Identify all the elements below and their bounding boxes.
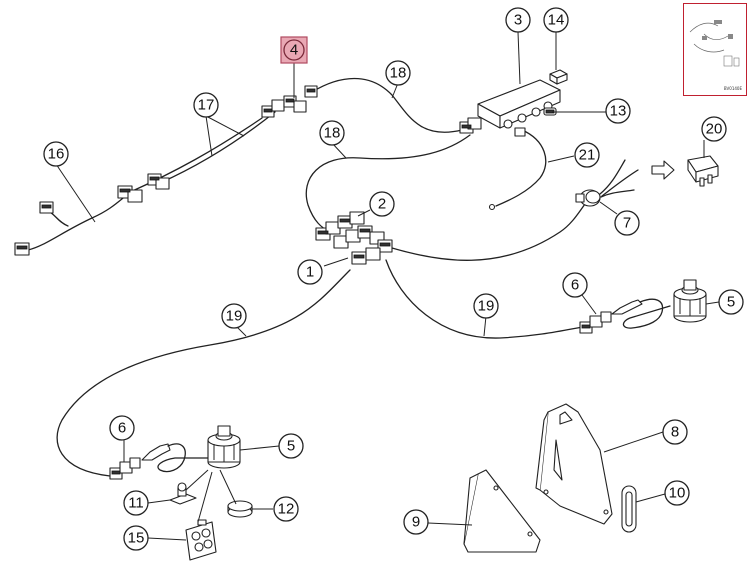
bracket-8 [535,403,613,525]
connector-16-b [39,201,54,214]
arrow-to-20 [651,160,675,180]
callout-14: 14 [543,7,569,33]
svg-text:5: 5 [727,294,735,311]
connector-6-right [579,299,643,334]
svg-text:4: 4 [290,42,298,59]
wire-7-lead-b [601,169,639,197]
wire-18-lower [305,134,471,233]
wire-17b [159,111,276,184]
svg-text:6: 6 [118,420,126,437]
callout-18-lower: 18 [319,120,345,146]
svg-text:13: 13 [610,103,627,120]
wire-7-lead-c [600,189,635,198]
svg-text:17: 17 [198,97,215,114]
callout-2: 2 [369,191,395,217]
connector-6-left [109,443,171,480]
callout-10: 10 [664,480,690,506]
connector-4 [261,95,307,118]
connector-18-end [304,85,318,98]
callout-4-highlighted: 4 [280,36,308,64]
callout-5-left: 5 [278,433,304,459]
svg-text:8: 8 [671,424,679,441]
leader-lines [55,31,720,541]
part-15 [185,519,217,561]
callout-1: 1 [297,259,323,285]
svg-text:6: 6 [571,277,579,294]
connector-17-a [147,173,170,190]
wire-19-right [385,259,589,339]
callout-15: 15 [123,525,149,551]
callout-12: 12 [273,496,299,522]
parts [14,69,719,561]
clip-10 [621,485,637,533]
svg-text:1: 1 [306,264,314,281]
wire-19-left [56,269,351,477]
sensor-loop-left [157,443,209,473]
svg-text:20: 20 [706,121,723,138]
plug-13 [543,107,557,116]
callout-5-right: 5 [718,289,744,315]
wire-21-eyelet [488,203,496,211]
callout-20: 20 [701,116,727,142]
callout-21: 21 [574,142,600,168]
connector-16-a [14,242,30,256]
svg-text:12: 12 [278,501,295,518]
wire-18-top [311,77,463,133]
callout-8: 8 [662,419,688,445]
wire-17a [127,117,263,194]
svg-text:21: 21 [579,147,596,164]
callout-11: 11 [123,490,149,516]
svg-text:7: 7 [623,215,631,232]
relay-20 [687,155,719,187]
callout-9: 9 [403,509,429,535]
sensor-5-right [673,279,707,323]
svg-text:11: 11 [128,495,144,512]
callout-6-right: 6 [562,272,588,298]
svg-text:2: 2 [378,196,386,213]
callout-13: 13 [605,98,631,124]
callout-3: 3 [505,7,531,33]
svg-text:9: 9 [412,514,420,531]
thumbnail-code: BV0140E [723,86,742,91]
callout-6-left: 6 [109,415,135,441]
svg-text:14: 14 [548,12,565,29]
svg-text:18: 18 [390,65,407,82]
wire-21 [495,129,547,207]
callout-16: 16 [43,141,69,167]
svg-text:5: 5 [287,438,295,455]
svg-text:16: 16 [48,146,65,163]
wires [27,77,639,477]
connector-16-c [117,185,143,203]
thumbnail-preview [689,20,740,67]
callout-19-left: 19 [221,303,247,329]
part-12 [227,500,253,518]
sensor-5-left [207,425,241,469]
bracket-9 [463,469,541,553]
sensor-loop-right [622,298,671,329]
callouts: 1 2 3 4 5 5 6 6 [43,7,744,551]
cap-14 [549,69,568,85]
wire-7-lead-a [599,159,626,195]
callout-17: 17 [193,92,219,118]
svg-text:19: 19 [478,298,495,315]
page-thumbnail[interactable]: BV0140E [683,3,747,96]
callout-19-right: 19 [473,293,499,319]
callout-18-top: 18 [385,60,411,86]
svg-text:19: 19 [226,308,243,325]
junction-box-3 [459,79,561,137]
distribution-block [315,211,393,265]
svg-text:10: 10 [669,485,686,502]
grommet-7 [575,189,601,207]
svg-text:18: 18 [324,125,341,142]
svg-text:15: 15 [128,530,145,547]
part-11 [169,482,197,505]
svg-text:3: 3 [514,12,522,29]
callout-7: 7 [614,210,640,236]
wire-7 [391,197,591,261]
